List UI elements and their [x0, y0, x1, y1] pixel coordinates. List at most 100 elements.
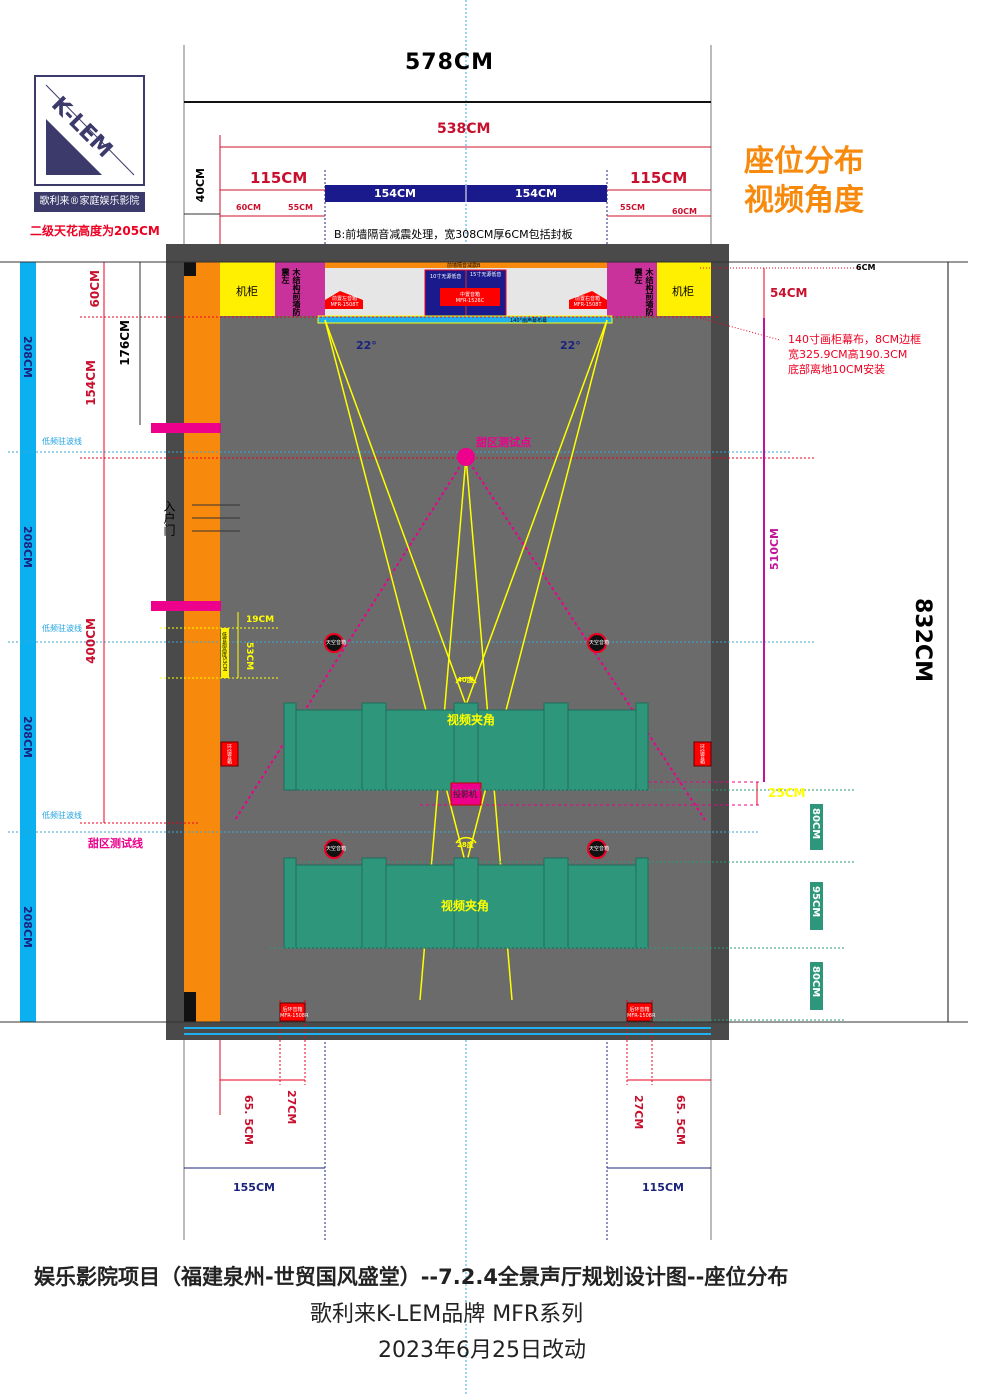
bar-label: 208CM	[21, 526, 34, 568]
ceiling-speaker-label: 天空音箱	[326, 846, 347, 852]
dim-label: 27CM	[285, 1090, 298, 1125]
sub-right-label: 15寸无源低音	[470, 272, 502, 278]
dim-label: 55CM	[288, 203, 313, 212]
angle-40-label: 40度	[457, 676, 474, 684]
corner-tl	[184, 262, 196, 276]
dim-label: 538CM	[437, 121, 491, 137]
title-seat-distribution: 座位分布	[744, 144, 864, 179]
ceiling-speaker	[324, 839, 344, 859]
angle-28-label: 28度	[457, 841, 474, 849]
center-name: 中置音箱	[459, 292, 480, 298]
yellow-tag	[221, 628, 229, 678]
dim-label: 19CM	[246, 615, 275, 625]
center-model: MFR-1526C	[455, 298, 485, 304]
footer-title: 娱乐影院项目（福建泉州-世贸国风盛堂）--7.2.4全景声厅规划设计图--座位分…	[34, 1265, 789, 1289]
sub-left-label: 10寸无源低音	[430, 274, 462, 280]
bar-label: 208CM	[21, 336, 34, 378]
front-wall-note: B:前墙隔音减震处理，宽308CM厚6CM包括封板	[334, 228, 573, 241]
dim-label: 155CM	[233, 1181, 275, 1194]
fr-name: 前置右音箱	[574, 296, 600, 302]
dim-label: 55CM	[620, 203, 645, 212]
dim-label: 832CM	[910, 598, 935, 682]
seat-row-1	[283, 702, 649, 791]
screen-note-line: 宽325.9CM高190.3CM	[788, 348, 908, 361]
low-freq-label: 低频驻波线	[42, 437, 82, 446]
dim-label: 80CM	[810, 808, 821, 840]
sweet-point-label: 甜区测试点	[476, 436, 531, 449]
dim-95-bar	[810, 882, 823, 930]
sightline-1r	[465, 319, 608, 706]
dim-label: 60CM	[236, 203, 261, 212]
dim-label: 115CM	[630, 169, 688, 187]
rear-speaker-left	[279, 1002, 306, 1022]
side-speaker-left	[220, 741, 239, 767]
sweet-spot	[457, 448, 475, 466]
logo: K-LEM	[34, 75, 145, 186]
front-right-speaker	[569, 291, 607, 309]
ceiling-speaker	[587, 633, 607, 653]
footer-brand: 歌利来K-LEM品牌 MFR系列	[310, 1302, 584, 1327]
dim-80b-bar	[810, 962, 823, 1010]
view-angle-label: 视频夹角	[447, 713, 496, 727]
bar-label: 208CM	[21, 716, 34, 758]
wood-left-label: 木结构前墙防震左	[281, 268, 301, 316]
sweet-line-label: 甜区测试线	[88, 837, 143, 850]
dim-label: 54CM	[770, 286, 808, 300]
dim-label: 60CM	[88, 270, 102, 308]
door-bottom	[151, 601, 221, 611]
dim-label: 65. 5CM	[242, 1095, 255, 1145]
dim-label: 154CM	[374, 187, 416, 200]
cabinet-left-label: 机柜	[236, 285, 258, 298]
ceiling-speaker-label: 天空音箱	[589, 846, 610, 852]
cabinet-left	[220, 262, 275, 316]
wood-wall-right	[607, 262, 657, 316]
front-strip	[325, 262, 607, 268]
bar-label: 208CM	[21, 906, 34, 948]
dim-80a-bar	[810, 804, 823, 850]
projector	[450, 782, 482, 806]
dim-label: 27CM	[632, 1095, 645, 1130]
screen	[317, 315, 613, 324]
logo-tagline: 歌利来®家庭娱乐影院	[34, 192, 145, 212]
angle-right: 22°	[560, 339, 581, 352]
fr-model: MFR-1508T	[573, 302, 602, 308]
dim-label: 578CM	[405, 50, 494, 75]
dim-label: 25CM	[768, 786, 806, 800]
low-freq-label: 低频驻波线	[42, 624, 82, 633]
side-speaker-label: 环绕音箱	[699, 744, 705, 764]
dim-label: 510CM	[768, 528, 781, 570]
yellow-tag-label: 低音炮高度53CM	[221, 632, 227, 672]
title-video-angle: 视频角度	[744, 183, 864, 218]
ceiling-speaker-label: 天空音箱	[589, 640, 610, 646]
ceiling-speaker	[324, 633, 344, 653]
angle-left: 22°	[356, 339, 377, 352]
wood-wall-left	[275, 262, 325, 316]
corner-bl	[184, 992, 196, 1022]
view-angle-label: 视频夹角	[441, 899, 490, 913]
rear-name: 后环音箱	[629, 1007, 650, 1013]
dim-label: 115CM	[250, 169, 308, 187]
door-top	[151, 423, 221, 433]
dim-label: 95CM	[810, 886, 821, 918]
footer-date: 2023年6月25日改动	[378, 1338, 586, 1363]
cabinet-right-label: 机柜	[672, 285, 694, 298]
front-strip-label: 前墙隔音减震B	[447, 263, 481, 269]
dim-label: 176CM	[118, 320, 132, 366]
center-speaker	[440, 288, 500, 306]
dim-label: 400CM	[84, 618, 98, 664]
dim-label: 53CM	[244, 642, 254, 671]
low-freq-label: 低频驻波线	[42, 811, 82, 820]
screen-label: 140°画声幕布幕	[510, 318, 548, 324]
angle-arc-40	[455, 676, 477, 684]
screen-note-line: 140寸画柜幕布，8CM边框	[788, 333, 922, 346]
rear-model: MFR-1508R	[627, 1013, 656, 1019]
door-label: 入户门	[162, 500, 176, 536]
dim-label: 80CM	[810, 966, 821, 998]
dim-label: 6CM	[856, 263, 876, 272]
screen-note: 140寸画柜幕布，8CM边框 宽325.9CM高190.3CM 底部离地10CM…	[788, 332, 921, 377]
projector-label: 投影机	[453, 790, 477, 799]
